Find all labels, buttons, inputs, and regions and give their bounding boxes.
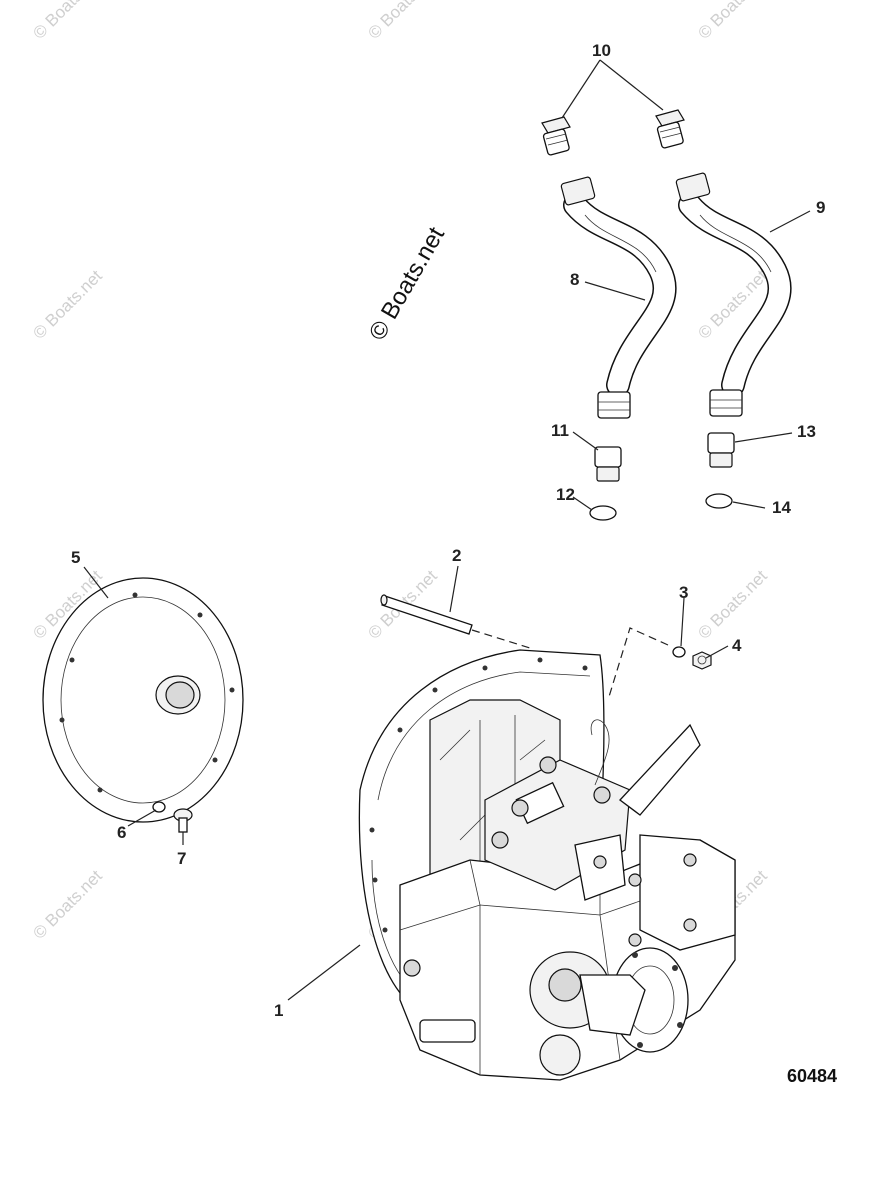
callout-5: 5 — [71, 548, 80, 567]
callout-labels: 1 2 3 4 5 6 7 8 9 10 11 12 13 14 — [71, 41, 825, 1020]
o-ring-12 — [589, 505, 617, 521]
callout-7: 7 — [177, 849, 186, 868]
watermark: © Boats.net — [364, 0, 441, 43]
pin-2 — [380, 594, 473, 635]
callout-3: 3 — [679, 583, 688, 602]
figure-id: 60484 — [787, 1066, 837, 1086]
washer-6 — [152, 801, 166, 813]
nut-4 — [692, 651, 712, 670]
callout-9: 9 — [816, 198, 825, 217]
fitting-11 — [594, 446, 622, 482]
watermark: © Boats.net — [29, 0, 106, 43]
callout-14: 14 — [772, 498, 791, 517]
assembly-lines — [471, 627, 669, 701]
callout-12: 12 — [556, 485, 575, 504]
callout-4: 4 — [732, 636, 742, 655]
callout-8: 8 — [570, 270, 579, 289]
transmission-1 — [358, 649, 736, 1081]
watermark: © Boats.net — [694, 566, 771, 643]
hose-8 — [560, 176, 677, 419]
callout-11: 11 — [551, 421, 569, 440]
callout-13: 13 — [797, 422, 816, 441]
fitting-13 — [707, 432, 735, 468]
washer-3 — [672, 646, 686, 658]
cover-plate-5 — [42, 577, 244, 823]
watermark: © Boats.net — [694, 0, 771, 43]
main-watermark: © Boats.net — [364, 222, 450, 345]
fittings-10 — [541, 109, 685, 156]
callout-1: 1 — [274, 1001, 283, 1020]
watermark: © Boats.net — [29, 266, 106, 343]
bolt-7 — [173, 808, 193, 833]
leader-lines — [83, 59, 811, 1001]
callout-10: 10 — [592, 41, 611, 60]
watermark: © Boats.net — [29, 866, 106, 943]
hose-9 — [675, 172, 792, 417]
o-ring-14 — [705, 493, 733, 509]
callout-6: 6 — [117, 823, 126, 842]
callout-2: 2 — [452, 546, 461, 565]
